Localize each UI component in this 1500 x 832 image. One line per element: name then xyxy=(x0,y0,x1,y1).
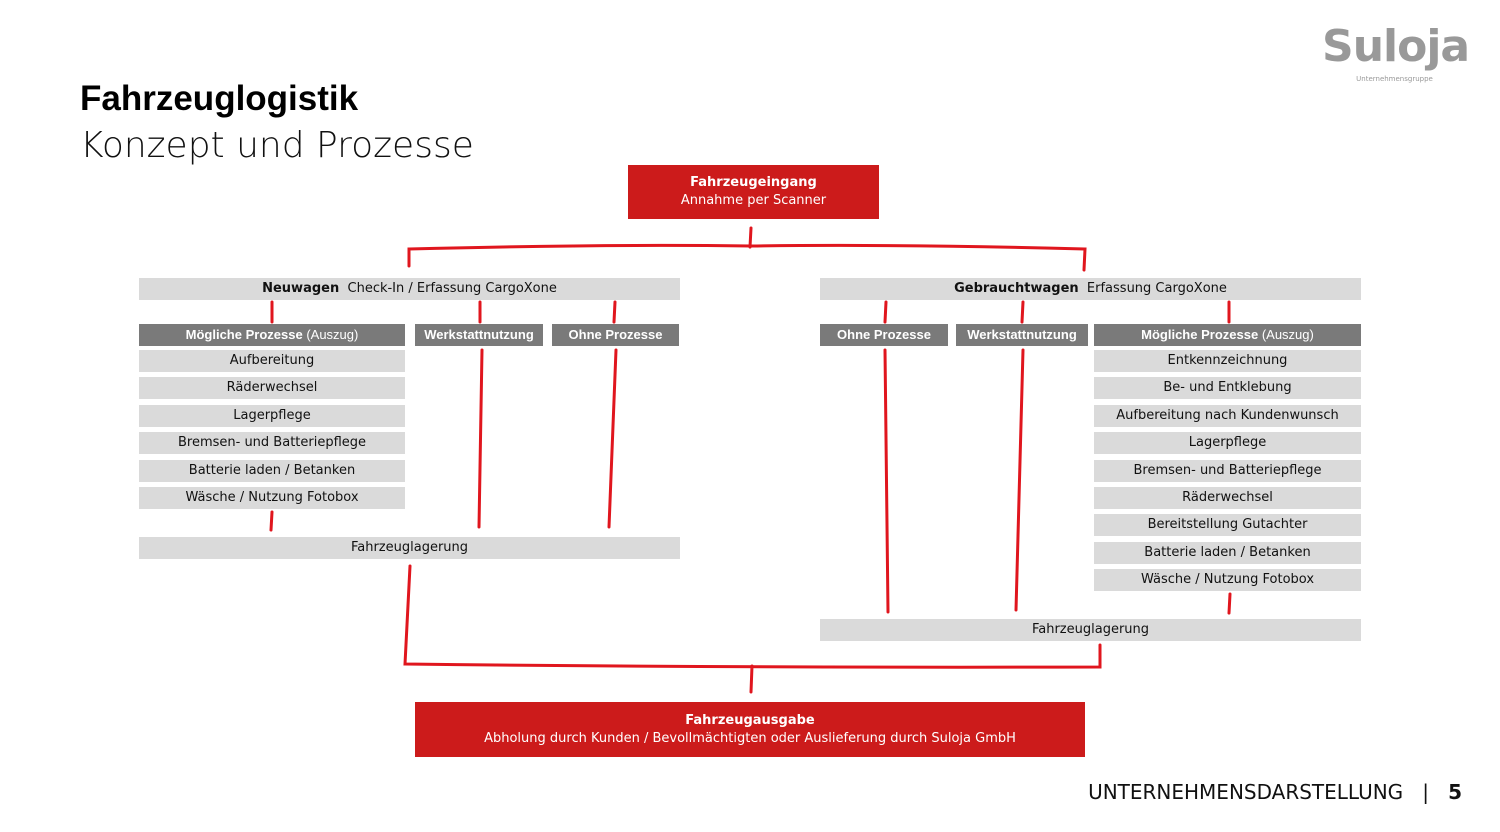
footer-separator: | xyxy=(1422,780,1429,804)
process-item: Aufbereitung nach Kundenwunsch xyxy=(1094,404,1361,427)
page-number: 5 xyxy=(1448,780,1462,804)
used-processes-label: Mögliche Prozesse xyxy=(1141,327,1259,342)
process-item: Wäsche / Nutzung Fotobox xyxy=(1094,569,1361,592)
new-workshop-header: Werkstattnutzung xyxy=(415,324,543,346)
process-item: Bremsen- und Batteriepflege xyxy=(1094,459,1361,482)
process-item: Lagerpflege xyxy=(139,404,405,427)
used-none-label: Ohne Prozesse xyxy=(837,327,931,342)
used-processes-note: (Auszug) xyxy=(1261,327,1314,342)
new-no-process-header: Ohne Prozesse xyxy=(552,324,679,346)
used-workshop-header: Werkstattnutzung xyxy=(956,324,1088,346)
used-title: Gebrauchtwagen xyxy=(954,281,1079,296)
new-title: Neuwagen xyxy=(262,281,340,296)
new-workshop-label: Werkstattnutzung xyxy=(424,327,534,342)
process-item: Räderwechsel xyxy=(1094,487,1361,509)
page-subtitle: Konzept und Prozesse xyxy=(80,125,474,166)
used-text: Erfassung CargoXone xyxy=(1086,281,1227,296)
used-storage-bar: Fahrzeuglagerung xyxy=(820,619,1361,641)
process-item: Aufbereitung xyxy=(139,350,405,372)
exit-title: Fahrzeugausgabe xyxy=(685,712,815,728)
logo-tagline: Unternehmensgruppe xyxy=(1356,75,1433,83)
process-item: Lagerpflege xyxy=(1094,432,1361,455)
process-item: Bereitstellung Gutachter xyxy=(1094,514,1361,537)
new-text: Check-In / Erfassung CargoXone xyxy=(347,281,557,296)
entry-text: Annahme per Scanner xyxy=(680,193,827,208)
used-vehicles-bar: Gebrauchtwagen Erfassung CargoXone xyxy=(820,278,1361,300)
footer-section: UNTERNEHMENSDARSTELLUNG xyxy=(1088,780,1404,804)
exit-text: Abholung durch Kunden / Bevollmächtigten… xyxy=(484,730,1016,746)
page-title: Fahrzeuglogistik xyxy=(80,79,359,118)
process-item: Bremsen- und Batteriepflege xyxy=(139,432,405,455)
footer: UNTERNEHMENSDARSTELLUNG | 5 xyxy=(1088,780,1462,804)
new-processes-header: Mögliche Prozesse (Auszug) xyxy=(139,324,405,346)
process-item: Räderwechsel xyxy=(139,377,405,400)
new-processes-label: Mögliche Prozesse xyxy=(185,327,303,342)
used-no-process-header: Ohne Prozesse xyxy=(820,324,948,346)
new-none-label: Ohne Prozesse xyxy=(568,327,663,342)
used-workshop-label: Werkstattnutzung xyxy=(967,327,1077,342)
process-item: Entkennzeichnung xyxy=(1094,350,1361,372)
new-processes-note: (Auszug) xyxy=(306,327,359,342)
process-item: Wäsche / Nutzung Fotobox xyxy=(139,487,405,509)
process-item: Be- und Entklebung xyxy=(1094,377,1361,400)
new-vehicles-bar: Neuwagen Check-In / Erfassung CargoXone xyxy=(139,278,680,300)
process-item: Batterie laden / Betanken xyxy=(1094,541,1361,564)
process-item: Batterie laden / Betanken xyxy=(139,459,405,482)
used-processes-header: Mögliche Prozesse (Auszug) xyxy=(1094,324,1361,346)
entry-title: Fahrzeugeingang xyxy=(690,175,817,190)
new-storage-bar: Fahrzeuglagerung xyxy=(139,537,680,559)
logo-wordmark: Suloja xyxy=(1322,21,1470,72)
